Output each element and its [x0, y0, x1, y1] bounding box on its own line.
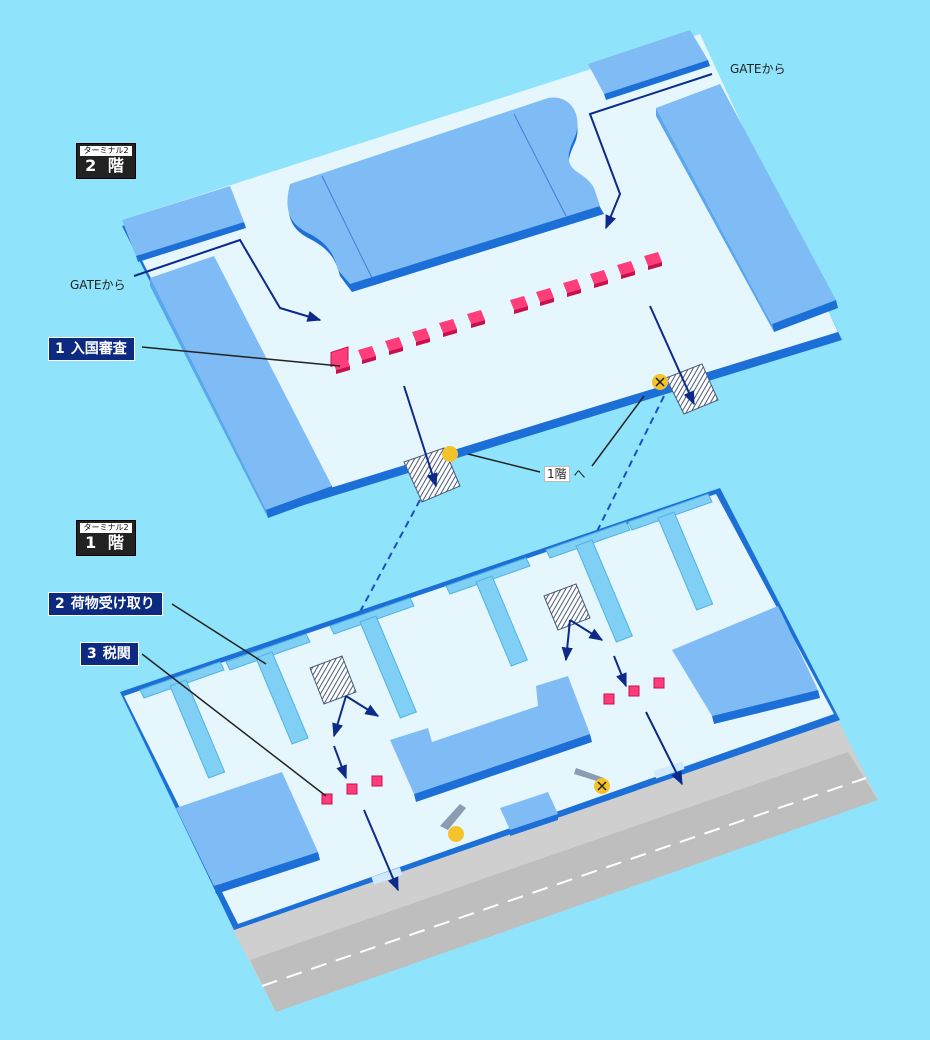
- immigration-counter: [563, 279, 581, 293]
- immigration-counter: [536, 288, 554, 302]
- carousel-belt: [169, 679, 226, 779]
- step-label-customs: 3 税関: [80, 642, 139, 666]
- exit-door: [371, 761, 685, 885]
- floor-tag-2f: ターミナル2 2 階: [76, 143, 136, 179]
- terminal-name: ターミナル2: [80, 523, 132, 533]
- step-label-immigration: 1 入国審査: [48, 337, 135, 361]
- road: [232, 716, 878, 1012]
- escalator-icon: [440, 804, 466, 842]
- building-block: [390, 676, 592, 802]
- escalator-icon: [652, 363, 719, 415]
- carousel-belt: [255, 651, 309, 745]
- immigration-counter: [590, 270, 608, 284]
- immigration-counter-side: [336, 366, 350, 374]
- building-block: [150, 256, 334, 518]
- escalator-icon: [574, 768, 610, 794]
- immigration-counter: [385, 337, 403, 351]
- immigration-counter-side: [621, 271, 635, 279]
- immigration-counter: [510, 296, 528, 310]
- building-block: [588, 30, 710, 100]
- to-first-floor-suffix: へ: [573, 467, 586, 481]
- building-block: [122, 186, 246, 262]
- carousel-head: [545, 521, 631, 559]
- terminal-name: ターミナル2: [80, 146, 132, 156]
- step-text: 税関: [102, 646, 131, 662]
- immigration-counter-side: [471, 320, 485, 328]
- immigration-counter: [617, 261, 635, 275]
- route-arrow-icon: [133, 73, 713, 488]
- customs-counters: [321, 677, 665, 805]
- carousel-head: [139, 661, 225, 699]
- step-label-baggage: 2 荷物受け取り: [48, 592, 163, 616]
- immigration-counter-side: [389, 347, 403, 355]
- immigration-counter: [439, 319, 457, 333]
- floor-tag-1f: ターミナル2 1 階: [76, 520, 136, 556]
- carousel-belt: [359, 615, 417, 719]
- carousel-belt: [475, 575, 528, 667]
- immigration-counter: [467, 310, 485, 324]
- to-first-floor-label: 1階 へ: [544, 465, 585, 482]
- immigration-counter: [358, 346, 376, 360]
- floor-level: 2 階: [85, 156, 127, 175]
- escalator-icon: [309, 655, 357, 705]
- escalator-icon: [543, 583, 591, 631]
- immigration-counter-side: [416, 338, 430, 346]
- immigration-counter: [412, 328, 430, 342]
- building-block: [500, 792, 558, 836]
- carousel-head: [329, 597, 415, 635]
- immigration-counter-side: [362, 356, 376, 364]
- gate-from-label: GATEから: [730, 62, 786, 76]
- building-block: [176, 772, 320, 894]
- step-number: 1: [55, 341, 65, 357]
- immigration-counter-side: [514, 306, 528, 314]
- carousel-belt: [657, 511, 714, 611]
- floor-level: 1 階: [85, 533, 127, 552]
- step-number: 2: [55, 596, 65, 612]
- route-arrow-icon: [332, 619, 683, 892]
- carousel-belt: [575, 539, 633, 643]
- step-text: 荷物受け取り: [70, 596, 155, 612]
- central-hall: [287, 97, 604, 292]
- gate-from-label: GATEから: [70, 278, 126, 292]
- immigration-counter: [332, 356, 350, 370]
- immigration-counter-side: [540, 298, 554, 306]
- building-block: [672, 606, 820, 724]
- baggage-carousels: [139, 493, 714, 779]
- step-text: 入国審査: [70, 341, 127, 357]
- step-number: 3: [87, 646, 97, 662]
- floor-1f: [120, 488, 878, 1012]
- immigration-counters-row: [332, 252, 662, 374]
- immigration-counter: [644, 252, 662, 266]
- carousel-head: [445, 557, 531, 595]
- immigration-counter-side: [443, 329, 457, 337]
- immigration-counter-side: [567, 289, 581, 297]
- to-first-floor-number: 1階: [544, 466, 570, 482]
- floor-2f: [122, 30, 842, 518]
- immigration-counter-side: [648, 262, 662, 270]
- building-block: [656, 84, 838, 332]
- carousel-head: [225, 633, 311, 671]
- carousel-head: [627, 493, 713, 531]
- immigration-counter-side: [594, 280, 608, 288]
